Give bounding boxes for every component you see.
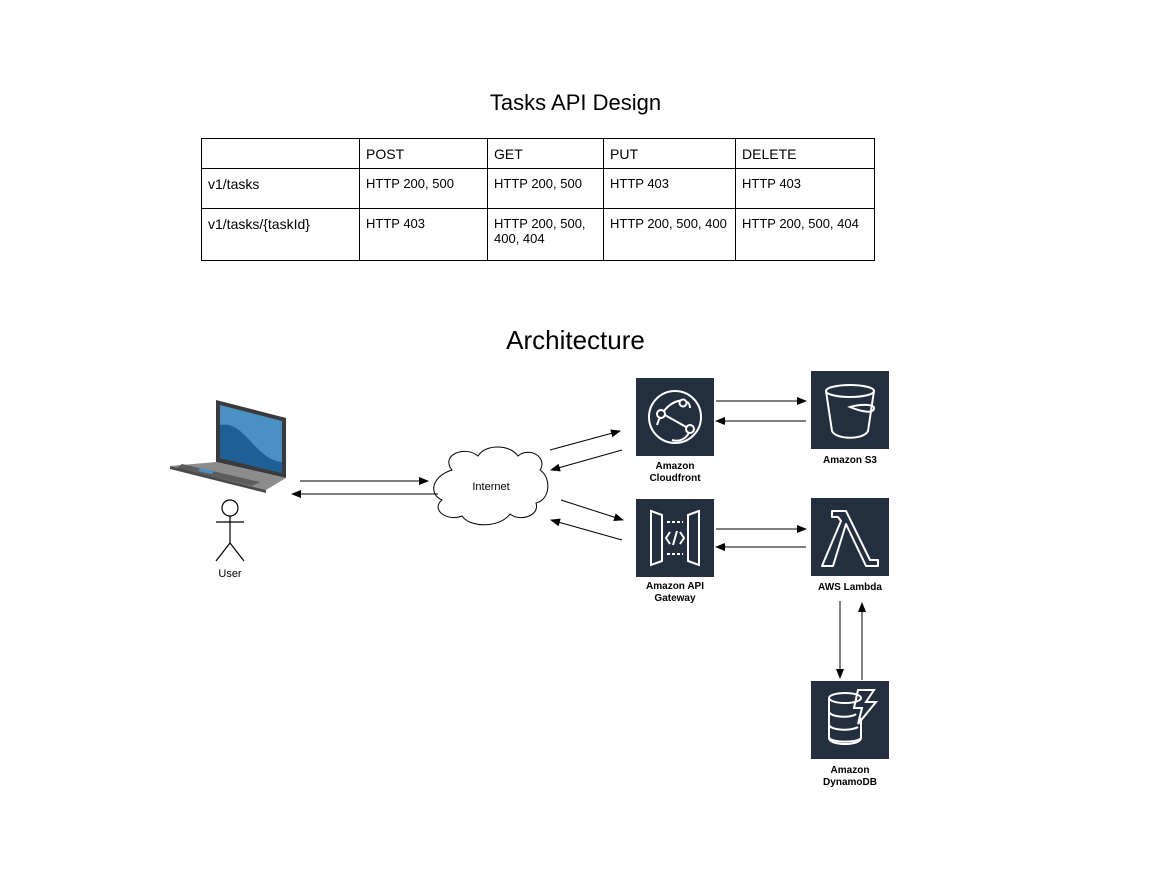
table-cell: HTTP 200, 500, 400 bbox=[603, 208, 736, 261]
table-cell: HTTP 403 bbox=[359, 208, 488, 261]
table-row: v1/tasks HTTP 200, 500 HTTP 200, 500 HTT… bbox=[201, 168, 875, 209]
internet-cloud-icon bbox=[433, 446, 549, 526]
arrow-apigateway-to-internet bbox=[550, 518, 623, 541]
table-cell: HTTP 200, 500 bbox=[487, 168, 604, 209]
table-row: v1/tasks/{taskId} HTTP 403 HTTP 200, 500… bbox=[201, 208, 875, 261]
architecture-title: Architecture bbox=[506, 325, 645, 355]
s3-label: Amazon S3 bbox=[823, 455, 877, 466]
arrow-internet-to-apigateway bbox=[560, 499, 624, 522]
api-gateway-label: Amazon API Gateway bbox=[646, 581, 704, 604]
arrow-cloudfront-to-internet bbox=[550, 449, 623, 472]
table-cell: HTTP 200, 500, 400, 404 bbox=[487, 208, 604, 261]
lambda-icon bbox=[811, 498, 889, 576]
table-header-row: POST GET PUT DELETE bbox=[201, 138, 875, 169]
table-header-cell bbox=[201, 138, 360, 169]
lambda-label: AWS Lambda bbox=[818, 582, 882, 593]
dynamodb-label: Amazon DynamoDB bbox=[823, 765, 877, 788]
s3-bucket-icon bbox=[811, 371, 889, 449]
laptop-icon bbox=[170, 400, 286, 493]
table-cell: HTTP 200, 500, 404 bbox=[735, 208, 875, 261]
dynamodb-icon bbox=[811, 681, 889, 759]
cloudfront-icon bbox=[636, 378, 714, 456]
table-row-header: v1/tasks/{taskId} bbox=[201, 208, 360, 261]
internet-label: Internet bbox=[472, 481, 510, 493]
api-design-table: POST GET PUT DELETE v1/tasks HTTP 200, 5… bbox=[201, 138, 875, 261]
arrow-internet-to-cloudfront bbox=[549, 429, 621, 451]
user-icon bbox=[215, 499, 245, 562]
api-gateway-icon bbox=[636, 499, 714, 577]
table-cell: HTTP 403 bbox=[603, 168, 736, 209]
user-label: User bbox=[218, 568, 242, 580]
cloudfront-label: Amazon Cloudfront bbox=[649, 461, 701, 484]
tasks-api-title: Tasks API Design bbox=[489, 90, 662, 115]
table-header-cell: POST bbox=[359, 138, 488, 169]
